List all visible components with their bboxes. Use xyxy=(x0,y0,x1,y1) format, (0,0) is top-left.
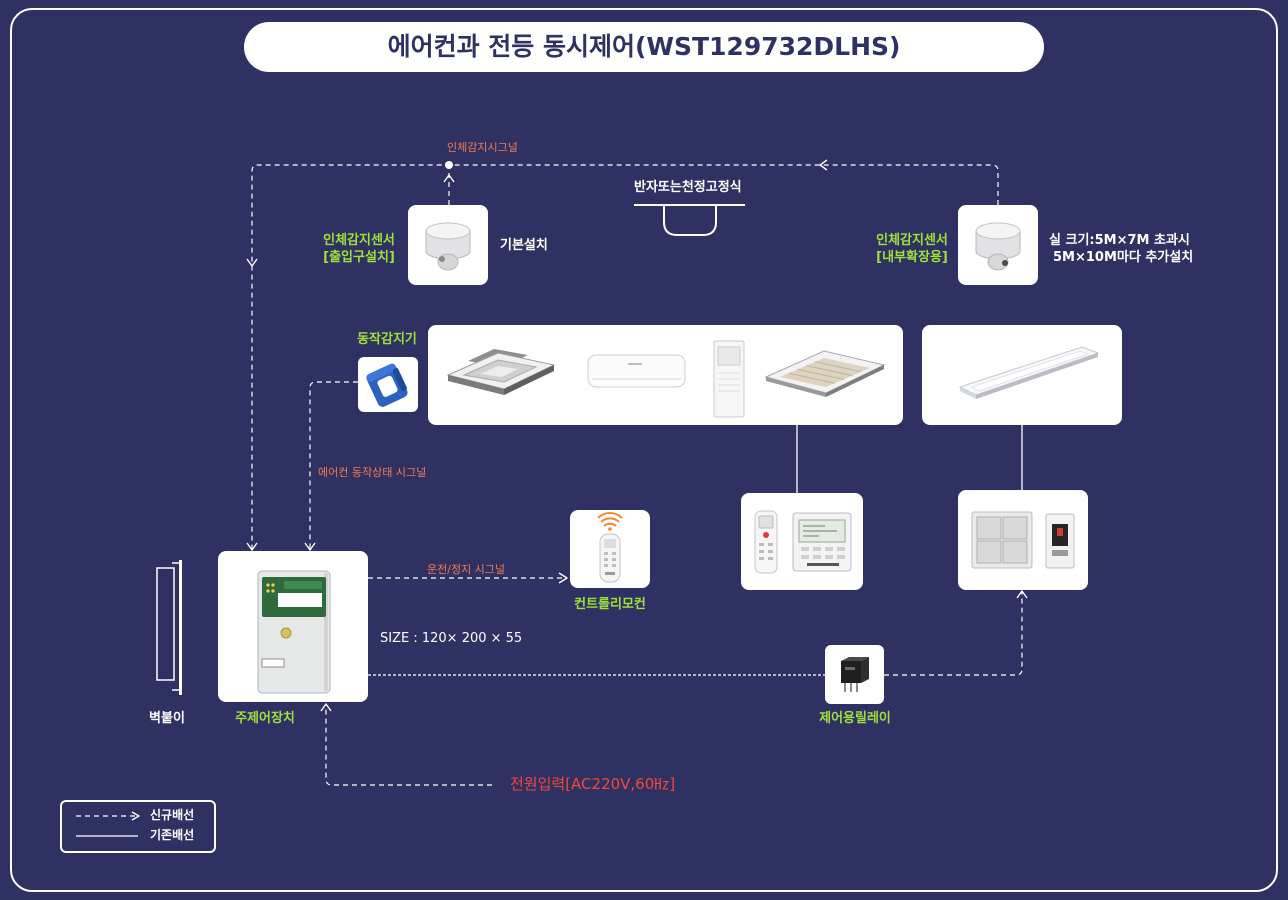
current-clamp-sensor-icon xyxy=(366,363,408,407)
sensor-signal-label: 인체감지시그널 xyxy=(447,141,518,154)
expansion-note: 실 크기:5M×7M 초과시 5M×10M마다 추가설치 xyxy=(1049,232,1193,266)
arrow-down-icon xyxy=(304,542,316,551)
ac-status-signal-label: 에어컨 동작상태 시그널 xyxy=(318,466,427,479)
sensor-signal-wire xyxy=(251,164,999,549)
arrow-up-icon xyxy=(443,174,455,183)
motion-detector-card xyxy=(358,357,418,412)
floor-standing-ac-icon xyxy=(713,340,745,418)
ir-remote-icon xyxy=(597,512,623,583)
ac-controls-group xyxy=(754,510,852,574)
sensor-name: 인체감지센서 xyxy=(323,233,395,248)
ceiling-pir-sensor-icon xyxy=(975,222,1021,271)
expansion-note-line: 5M×10M마다 추가설치 xyxy=(1053,250,1194,265)
arrow-down-icon xyxy=(246,542,258,551)
legend-existing-wiring: 기존배선 xyxy=(150,828,195,842)
title-pill: 에어컨과 전등 동시제어(WST129732DLHS) xyxy=(244,22,1044,72)
handheld-ac-remote-icon xyxy=(754,510,778,574)
light-controls-card xyxy=(958,490,1088,590)
arrow-left-icon xyxy=(819,159,828,171)
main-controller-card xyxy=(218,551,368,702)
expansion-note-line: 실 크기:5M×7M 초과시 xyxy=(1049,233,1190,248)
sensor-location: [내부확장용] xyxy=(876,250,948,265)
page-title: 에어컨과 전등 동시제어(WST129732DLHS) xyxy=(387,32,901,61)
wall-thermostat-icon xyxy=(792,512,852,572)
relay-icon xyxy=(841,657,869,692)
ceiling-cassette-ac-icon xyxy=(446,349,556,395)
main-controller-label: 주제어장치 xyxy=(235,711,295,726)
led-panel-light-icon xyxy=(958,346,1100,399)
basic-install-label: 기본설치 xyxy=(500,238,548,253)
one-way-cassette-ac-icon xyxy=(764,350,886,397)
relay-label: 제어용릴레이 xyxy=(819,711,891,726)
wall-mount-label: 벽붙이 xyxy=(149,711,185,726)
legend-new-wiring: 신규배선 xyxy=(150,808,195,822)
ac-controls-card xyxy=(741,493,863,590)
entrance-sensor-label: 인체감지센서 [출입구설치] xyxy=(312,232,406,266)
control-enclosure-icon xyxy=(257,570,331,694)
relay-output-wire xyxy=(884,592,1023,676)
motion-detector-label: 동작감지기 xyxy=(357,332,417,347)
ac-status-wire xyxy=(309,381,358,549)
ceiling-pir-sensor-icon xyxy=(425,222,471,271)
ceiling-mount-bracket-icon xyxy=(634,204,745,236)
sensor-location: [출입구설치] xyxy=(323,250,395,265)
circuit-breaker-icon xyxy=(1045,513,1075,569)
arrow-right-icon xyxy=(558,572,568,584)
arrow-up-icon xyxy=(320,703,332,712)
air-conditioner-group xyxy=(446,340,886,418)
lighting-card xyxy=(922,325,1122,425)
wall-mount-ac-icon xyxy=(587,354,686,388)
relay-card xyxy=(825,645,884,704)
remote-label: 컨트롤리모컨 xyxy=(574,597,646,612)
run-stop-signal-label: 운전/정지 시그널 xyxy=(427,563,506,576)
wire-junction-dot xyxy=(445,161,453,169)
interior-sensor-card xyxy=(958,205,1038,285)
arrow-right-icon xyxy=(131,811,140,821)
arrow-up-icon xyxy=(1016,590,1028,599)
diagram-frame xyxy=(10,8,1278,892)
controller-size-label: SIZE : 120× 200 × 55 xyxy=(380,631,523,646)
interior-sensor-label: 인체감지센서 [내부확장용] xyxy=(865,232,959,266)
mount-type-label: 반자또는천정고정식 xyxy=(634,180,742,195)
light-switch-panel-icon xyxy=(971,511,1033,569)
wiring-legend: 신규배선 기존배선 xyxy=(60,800,216,853)
arrow-down-icon xyxy=(246,258,258,267)
air-conditioner-card xyxy=(428,325,903,425)
power-input-label: 전원입력[AC220V,60㎐] xyxy=(510,775,676,793)
power-input-wire xyxy=(325,704,492,786)
entrance-sensor-card xyxy=(408,205,488,285)
sensor-name: 인체감지센서 xyxy=(876,233,948,248)
remote-card xyxy=(570,510,650,588)
light-controls-group xyxy=(971,511,1075,569)
legend-lines xyxy=(76,811,140,837)
wall-mount-bracket-icon xyxy=(156,560,182,695)
